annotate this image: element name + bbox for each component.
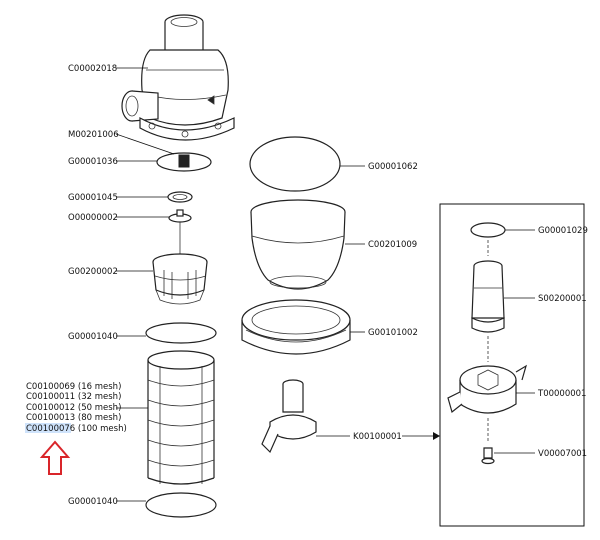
label-bowl-ring: G00101002 [368, 328, 418, 338]
screen-code-100-highlight [25, 423, 71, 433]
bowl-ring-drawing [241, 299, 351, 355]
screen-seat-drawing [152, 253, 208, 305]
label-head-oring: G00001036 [68, 157, 118, 167]
head-screw-drawing [178, 154, 190, 168]
detail-parts-drawing [447, 222, 527, 465]
label-small-gasket: G00001045 [68, 193, 118, 203]
label-head: C00002018 [68, 64, 117, 74]
label-detail-handle: T00000001 [537, 389, 586, 399]
highlight-arrow-icon [39, 440, 71, 475]
screen-code-32: C00100011 (32 mesh) [26, 392, 121, 402]
screen-code-80: C00100013 (80 mesh) [26, 413, 121, 423]
bowl-drawing [250, 199, 346, 290]
head-oring-drawing [156, 152, 212, 172]
valve-disc-drawing [168, 209, 192, 258]
detail-box [439, 203, 585, 527]
screen-code-100: C00100076 (100 mesh) [26, 424, 127, 434]
detail-arrow-head [433, 432, 440, 440]
screen-code-16: C00100069 (16 mesh) [26, 382, 121, 392]
small-gasket-drawing [167, 191, 193, 203]
label-bowl-oring: G00001062 [368, 162, 418, 172]
label-detail-oring: G00001029 [538, 226, 588, 236]
label-screen-bottom-oring: G00001040 [68, 497, 118, 507]
label-head-screw: M00201006 [68, 130, 119, 140]
bowl-oring-drawing [249, 136, 341, 192]
filter-head-drawing [121, 14, 235, 141]
screen-cage-drawing [147, 350, 215, 485]
label-flush-kit: K00100001 [353, 432, 402, 442]
label-bowl: C00201009 [368, 240, 417, 250]
screen-top-oring-drawing [145, 322, 217, 344]
label-screen-top-oring: G00001040 [68, 332, 118, 342]
label-valve-disc: O00000002 [68, 213, 118, 223]
label-screen-seat: G00200002 [68, 267, 118, 277]
screen-bottom-oring-drawing [145, 492, 217, 518]
flush-kit-drawing [261, 379, 317, 454]
label-detail-stem: S00200001 [538, 294, 587, 304]
screen-code-50: C00100012 (50 mesh) [26, 403, 121, 413]
label-detail-valve: V00007001 [538, 449, 587, 459]
leader-lines [115, 67, 535, 502]
